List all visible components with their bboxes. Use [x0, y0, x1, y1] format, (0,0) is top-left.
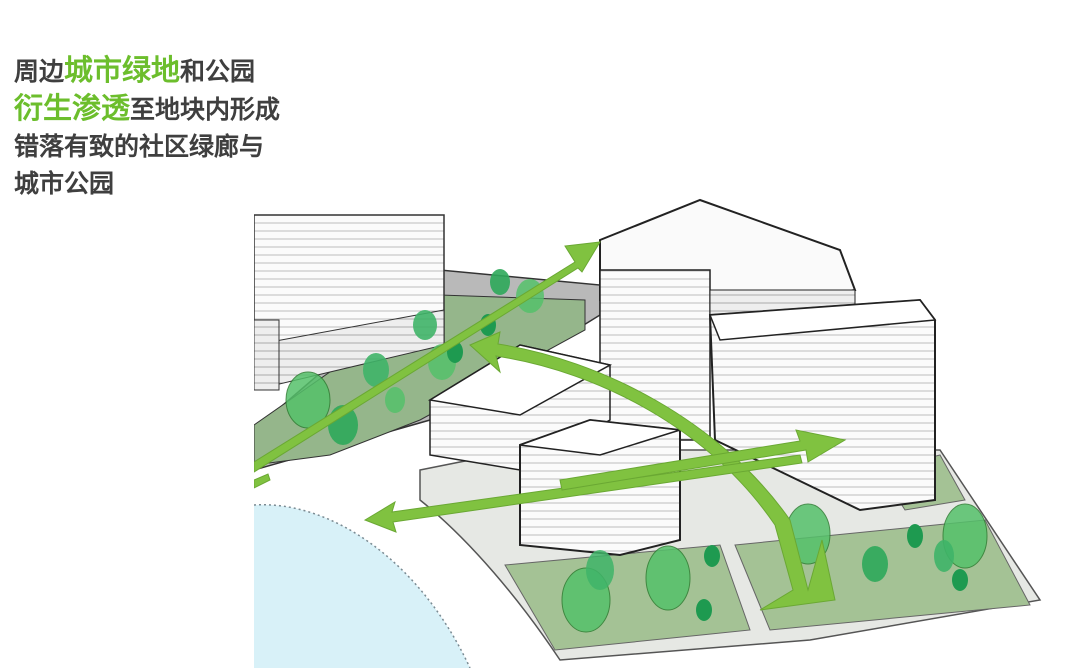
caption-line-2: 衍生渗透至地块内形成	[14, 90, 344, 128]
caption-highlight: 衍生渗透	[14, 91, 131, 125]
tree-icon	[363, 353, 389, 387]
tree-icon	[645, 545, 691, 611]
caption-line-1: 周边城市绿地和公园	[14, 52, 344, 90]
tree-icon	[490, 269, 510, 295]
tree-icon	[862, 546, 888, 582]
caption-line-3: 错落有致的社区绿廊与	[14, 132, 265, 161]
tree-icon	[385, 387, 405, 413]
green-flow-arrows	[254, 241, 847, 611]
green-flow-arrow-icon	[254, 241, 601, 473]
tree-icon	[696, 599, 712, 621]
tree-icon	[907, 524, 923, 548]
caption-line-4: 城市公园	[14, 169, 115, 198]
green-flow-arrow-icon	[254, 473, 271, 489]
caption-text: 周边	[14, 57, 65, 86]
tree-icon	[934, 540, 954, 572]
tree-icon	[586, 550, 614, 590]
green-flow-arrow-icon	[363, 454, 803, 533]
green-flow-arrow-icon	[469, 331, 836, 611]
caption-text: 和公园	[180, 57, 256, 86]
water-body	[254, 504, 470, 668]
tree-icon	[952, 569, 968, 591]
tree-icon	[704, 545, 720, 567]
shoreline	[254, 504, 471, 668]
building-northwest	[254, 214, 445, 391]
caption-text: 至地块内形成	[130, 95, 281, 124]
tree-icon	[942, 503, 988, 569]
tree-icon	[413, 310, 437, 340]
caption: 周边城市绿地和公园 衍生渗透至地块内形成 错落有致的社区绿廊与 城市公园	[14, 52, 344, 202]
caption-highlight: 城市绿地	[64, 53, 181, 87]
green-flow-arrow-icon	[559, 429, 847, 491]
